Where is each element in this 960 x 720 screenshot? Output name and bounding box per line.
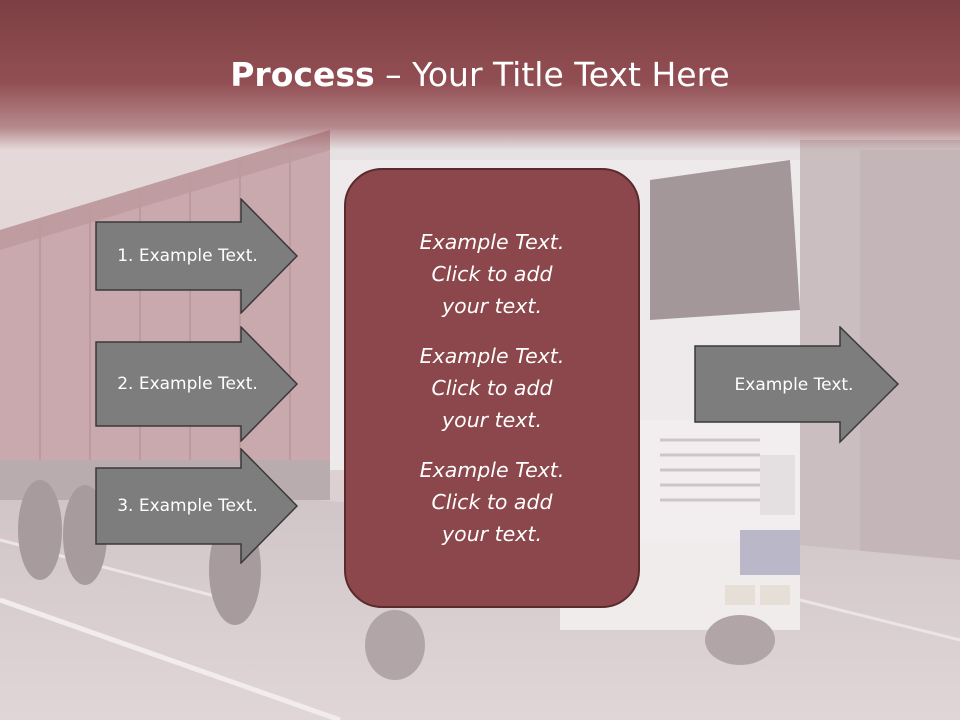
result-arrow[interactable]: Example Text. <box>694 326 900 444</box>
slide-title: Process – Your Title Text Here <box>0 52 960 98</box>
center-text-box[interactable]: Example Text. Click to add your text. Ex… <box>344 168 640 608</box>
result-arrow-shape <box>694 326 900 444</box>
process-arrow-3[interactable]: 3. Example Text. <box>95 448 299 564</box>
process-arrow-2[interactable]: 2. Example Text. <box>95 326 299 442</box>
arrow-shape-3 <box>95 448 299 564</box>
arrow-label-3: 3. Example Text. <box>117 496 258 516</box>
title-bold: Process <box>230 55 375 94</box>
title-rest: – Your Title Text Here <box>374 55 730 94</box>
arrow-label-1: 1. Example Text. <box>117 246 258 266</box>
center-paragraph-1: Example Text. Click to add your text. <box>419 230 565 318</box>
center-paragraph-2: Example Text. Click to add your text. <box>419 344 565 432</box>
arrow-shape-1 <box>95 198 299 314</box>
process-arrow-1[interactable]: 1. Example Text. <box>95 198 299 314</box>
title-band <box>0 0 960 150</box>
center-paragraph-3: Example Text. Click to add your text. <box>419 458 565 546</box>
arrow-shape-2 <box>95 326 299 442</box>
result-arrow-label: Example Text. <box>734 375 854 395</box>
arrow-label-2: 2. Example Text. <box>117 374 258 394</box>
